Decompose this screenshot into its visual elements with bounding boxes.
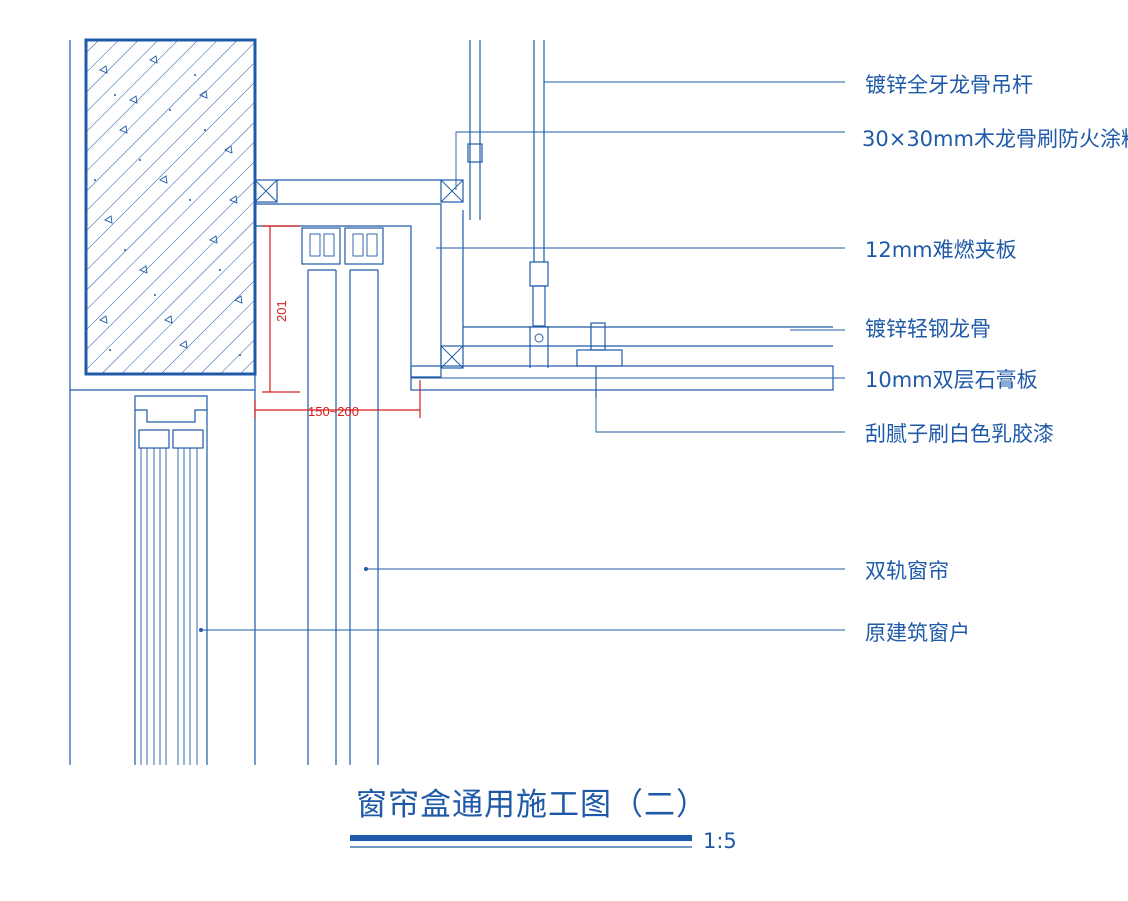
callout-steel-keel: 镀锌轻钢龙骨 xyxy=(865,317,991,341)
suspension-rods xyxy=(467,40,549,368)
curtain-tracks xyxy=(301,227,384,765)
dimension-vertical-label: 201 xyxy=(274,300,289,322)
callout-paint: 刮腻子刷白色乳胶漆 xyxy=(865,422,1054,446)
callout-rod: 镀锌全牙龙骨吊杆 xyxy=(865,73,1033,97)
callout-window: 原建筑窗户 xyxy=(865,621,970,645)
dimension-horizontal: 150~200 xyxy=(254,380,421,419)
title-block: 窗帘盒通用施工图（二） 1:5 xyxy=(350,787,737,853)
wood-battens xyxy=(254,179,464,369)
concrete-wall xyxy=(69,38,257,391)
building-window xyxy=(69,390,256,765)
callout-labels: 镀锌全牙龙骨吊杆 30×30mm木龙骨刷防火涂料 12mm难燃夹板 镀锌轻钢龙骨… xyxy=(862,73,1128,645)
callout-plywood: 12mm难燃夹板 xyxy=(865,238,1017,262)
dimension-horizontal-label: 150~200 xyxy=(308,404,359,419)
callout-wood-batten: 30×30mm木龙骨刷防火涂料 xyxy=(862,127,1128,151)
drawing-title: 窗帘盒通用施工图（二） xyxy=(356,787,708,823)
dimension-vertical: 201 xyxy=(262,225,300,393)
leader-lines xyxy=(199,81,845,632)
callout-curtain: 双轨窗帘 xyxy=(865,559,949,583)
drawing-scale: 1:5 xyxy=(703,829,737,853)
callout-gypsum: 10mm双层石膏板 xyxy=(865,368,1038,392)
